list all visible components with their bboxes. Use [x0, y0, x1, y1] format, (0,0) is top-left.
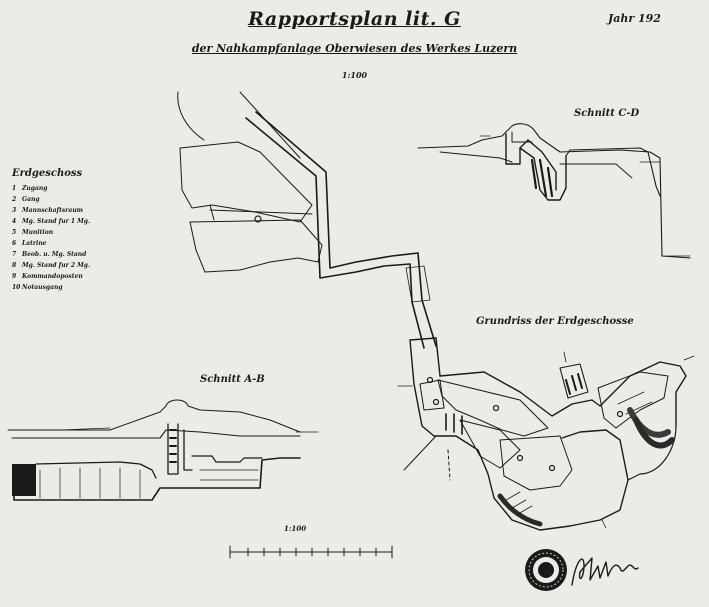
- legend: Erdgeschoss 1 Zugang 2 Gang 3 Mannschaftsraum…: [12, 168, 90, 293]
- section-ab-drawing: [7, 399, 319, 501]
- legend-item-label: Mg. Stand fur 2 Mg.: [22, 262, 91, 269]
- legend-item-number: 6: [12, 240, 17, 247]
- plan-title: Rapportsplan lit. G: [248, 8, 461, 30]
- legend-item: 1 Zugang: [12, 183, 90, 194]
- legend-item-label: Beob. u. Mg. Stand: [22, 251, 87, 258]
- legend-item-number: 2: [12, 196, 17, 203]
- stamp-seal: [525, 549, 567, 591]
- access-trench: [209, 111, 437, 349]
- legend-item: 7 Beob. u. Mg. Stand: [12, 249, 90, 260]
- legend-title: Erdgeschoss: [12, 168, 83, 179]
- ground-plan-label: Grundriss der Erdgeschosse: [476, 316, 634, 327]
- legend-item-label: Latrine: [22, 240, 47, 247]
- legend-item: 5 Munition: [12, 227, 90, 238]
- legend-item-label: Munition: [22, 229, 54, 236]
- handwritten-signature: [571, 557, 639, 586]
- legend-item-number: 8: [12, 262, 17, 269]
- section-ab-label: Schnitt A-B: [200, 374, 265, 385]
- ground-plan-drawing: [397, 337, 695, 531]
- legend-item: 3 Mannschaftsraum: [12, 205, 90, 216]
- rubble-hatch-right: [627, 407, 671, 438]
- plan-subtitle: der Nahkampfanlage Oberwiesen des Werkes…: [191, 42, 518, 55]
- legend-item-number: 5: [12, 229, 17, 236]
- scale-label-bottom: 1:100: [284, 524, 307, 533]
- legend-item-number: 10: [12, 284, 21, 291]
- legend-item-number: 9: [12, 273, 17, 280]
- legend-item: 6 Latrine: [12, 238, 90, 249]
- legend-item-label: Kommandoposten: [22, 273, 83, 280]
- legend-item-label: Gang: [22, 196, 40, 203]
- year-label: Jahr 192: [608, 12, 661, 25]
- legend-item-number: 3: [12, 207, 17, 214]
- marker-point: [254, 215, 262, 223]
- scale-label-top: 1:100: [341, 70, 368, 80]
- legend-item-label: Notausgang: [22, 284, 63, 291]
- legend-item-label: Mannschaftsraum: [22, 207, 84, 214]
- legend-item-number: 1: [12, 185, 17, 192]
- section-cd-drawing: [417, 123, 691, 259]
- shelter-block: [12, 464, 36, 496]
- legend-item-number: 7: [12, 251, 17, 258]
- legend-item: 9 Kommandoposten: [12, 271, 90, 282]
- legend-item-label: Zugang: [22, 185, 48, 192]
- legend-item-label: Mg. Stand fur 1 Mg.: [22, 218, 91, 225]
- scale-bar: [229, 545, 393, 559]
- legend-item: 2 Gang: [12, 194, 90, 205]
- legend-item: 4 Mg. Stand fur 1 Mg.: [12, 216, 90, 227]
- terrain-outline: [177, 91, 323, 273]
- legend-item: 8 Mg. Stand fur 2 Mg.: [12, 260, 90, 271]
- legend-item-number: 4: [12, 218, 17, 225]
- section-cd-label: Schnitt C-D: [574, 108, 640, 119]
